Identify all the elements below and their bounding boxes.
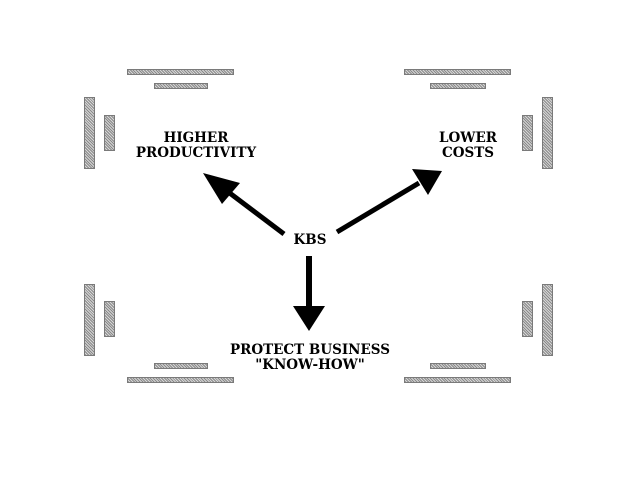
label-line: COSTS xyxy=(441,145,495,161)
label-kbs: KBS xyxy=(284,233,336,248)
bracket-bar xyxy=(404,69,511,75)
bracket-bar xyxy=(84,97,95,169)
bracket-bar xyxy=(542,97,553,169)
label-line: LOWER xyxy=(439,130,497,146)
label-protect-business: PROTECT BUSINESS "KNOW-HOW" xyxy=(210,343,410,373)
bracket-bar xyxy=(542,284,553,356)
label-higher-productivity: HIGHER PRODUCTIVITY xyxy=(128,131,264,161)
label-line: KBS xyxy=(293,232,327,248)
bracket-bar xyxy=(154,83,208,89)
arrow-to-higher-productivity xyxy=(203,173,286,236)
bracket-bar xyxy=(522,301,533,337)
label-lower-costs: LOWER COSTS xyxy=(420,131,516,161)
bracket-bar xyxy=(104,301,115,337)
label-line: HIGHER xyxy=(163,130,229,146)
bracket-bar xyxy=(154,363,208,369)
label-line: "KNOW-HOW" xyxy=(255,357,365,373)
bracket-bar xyxy=(84,284,95,356)
bracket-bar xyxy=(127,69,234,75)
bracket-bar xyxy=(404,377,511,383)
arrow-to-protect-business xyxy=(293,256,325,331)
bracket-bar xyxy=(127,377,234,383)
bracket-bar xyxy=(430,83,486,89)
label-line: PRODUCTIVITY xyxy=(135,145,257,161)
bracket-bar xyxy=(430,363,486,369)
arrow-to-lower-costs xyxy=(335,169,442,235)
bracket-bar xyxy=(522,115,533,151)
bracket-bar xyxy=(104,115,115,151)
label-line: PROTECT BUSINESS xyxy=(229,342,391,358)
